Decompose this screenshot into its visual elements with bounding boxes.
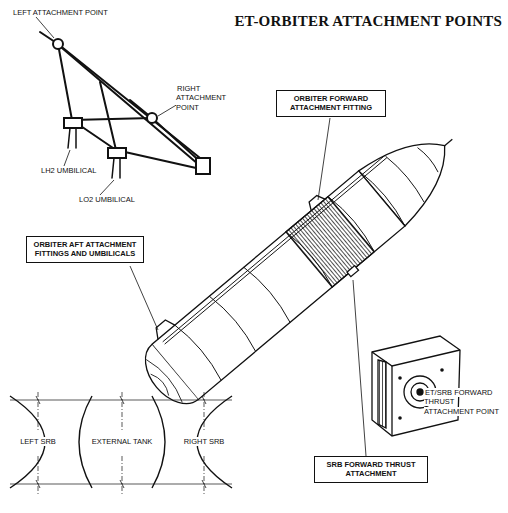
label-text: LO2 UMBILICAL — [78, 195, 136, 204]
label-text: LH2 UMBILICAL — [40, 166, 97, 175]
callout-text: ORBITER AFT ATTACHMENT FITTINGS AND UMBI… — [31, 240, 139, 259]
part-label: RIGHT ATTACHMENT POINT — [176, 84, 238, 112]
part-label: ET/SRB FORWARD THRUST ATTACHMENT POINT — [424, 388, 502, 416]
label-text: ET/SRB FORWARD THRUST ATTACHMENT POINT — [424, 388, 500, 416]
part-label: EXTERNAL TANK — [88, 437, 156, 446]
part-label: RIGHT SRB — [182, 437, 226, 446]
part-label: LEFT ATTACHMENT POINT — [12, 8, 142, 17]
label-text: RIGHT SRB — [183, 437, 226, 446]
thrust-fitting — [372, 336, 460, 436]
label-text: LEFT ATTACHMENT POINT — [12, 8, 109, 17]
label-text: RIGHT ATTACHMENT POINT — [176, 84, 226, 112]
cross-section — [10, 392, 232, 494]
callout-box: SRB FORWARD THRUST ATTACHMENT — [314, 456, 428, 483]
part-label: LH2 UMBILICAL — [40, 166, 120, 175]
label-text: LEFT SRB — [19, 437, 57, 446]
callout-text: ORBITER FORWARD ATTACHMENT FITTING — [281, 94, 381, 113]
part-label: LEFT SRB — [16, 437, 60, 446]
callout-box: ORBITER FORWARD ATTACHMENT FITTING — [276, 90, 386, 117]
label-text: EXTERNAL TANK — [91, 437, 154, 446]
callout-text: SRB FORWARD THRUST ATTACHMENT — [319, 460, 423, 479]
title: ET-ORBITER ATTACHMENT POINTS — [234, 13, 502, 30]
callout-box: ORBITER AFT ATTACHMENT FITTINGS AND UMBI… — [26, 236, 144, 263]
part-label: LO2 UMBILICAL — [78, 195, 158, 204]
